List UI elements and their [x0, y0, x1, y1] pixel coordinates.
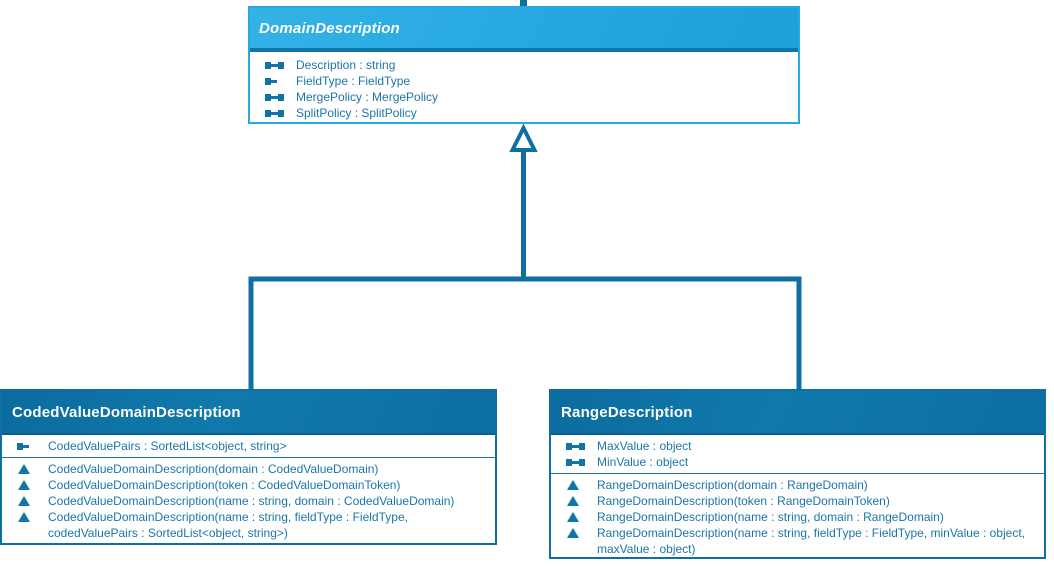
method-icon	[566, 496, 585, 506]
property-row[interactable]: Description : string	[250, 57, 798, 73]
member-separator	[2, 457, 495, 458]
class-header[interactable]: DomainDescription	[250, 8, 798, 52]
property-label: MinValue : object	[597, 455, 689, 469]
method-label: CodedValueDomainDescription(name : strin…	[48, 510, 408, 540]
property-icon	[265, 61, 284, 70]
method-icon	[17, 464, 36, 474]
method-label: CodedValueDomainDescription(domain : Cod…	[48, 462, 379, 476]
class-box-range-description[interactable]: RangeDescription MaxValue : object MinVa…	[549, 389, 1046, 559]
method-row[interactable]: CodedValueDomainDescription(token : Code…	[2, 477, 495, 493]
property-row[interactable]: SplitPolicy : SplitPolicy	[250, 105, 798, 121]
property-row[interactable]: FieldType : FieldType	[250, 73, 798, 89]
class-box-coded-value-domain-description[interactable]: CodedValueDomainDescription CodedValuePa…	[0, 389, 497, 545]
property-label: MaxValue : object	[597, 439, 692, 453]
property-row[interactable]: MergePolicy : MergePolicy	[250, 89, 798, 105]
property-icon	[265, 93, 284, 102]
property-row[interactable]: CodedValuePairs : SortedList<object, str…	[2, 438, 495, 454]
method-label: CodedValueDomainDescription(token : Code…	[48, 478, 401, 492]
class-header[interactable]: RangeDescription	[551, 391, 1044, 435]
method-row[interactable]: CodedValueDomainDescription(domain : Cod…	[2, 461, 495, 477]
method-icon	[17, 496, 36, 506]
property-icon	[566, 458, 585, 467]
connector-branch[interactable]	[248, 276, 802, 389]
class-title: DomainDescription	[259, 19, 400, 37]
class-box-domain-description[interactable]: DomainDescription Description : string F…	[248, 6, 800, 124]
method-row[interactable]: RangeDomainDescription(name : string, fi…	[551, 525, 1044, 557]
method-label: RangeDomainDescription(name : string, fi…	[597, 526, 1025, 556]
property-row[interactable]: MaxValue : object	[551, 438, 1044, 454]
method-label: CodedValueDomainDescription(name : strin…	[48, 494, 455, 508]
class-title: RangeDescription	[561, 403, 693, 421]
method-label: RangeDomainDescription(token : RangeDoma…	[597, 494, 890, 508]
member-separator	[551, 473, 1044, 474]
method-icon	[17, 512, 36, 522]
method-icon	[17, 480, 36, 490]
class-members: Description : string FieldType : FieldTy…	[250, 52, 798, 121]
property-label: Description : string	[296, 58, 396, 72]
method-row[interactable]: CodedValueDomainDescription(name : strin…	[2, 509, 495, 541]
property-row[interactable]: MinValue : object	[551, 454, 1044, 470]
method-row[interactable]: RangeDomainDescription(token : RangeDoma…	[551, 493, 1044, 509]
method-label: RangeDomainDescription(name : string, do…	[597, 510, 944, 524]
method-row[interactable]: RangeDomainDescription(domain : RangeDom…	[551, 477, 1044, 493]
property-icon	[265, 109, 284, 118]
property-label: SplitPolicy : SplitPolicy	[296, 106, 417, 120]
class-title: CodedValueDomainDescription	[12, 403, 241, 421]
property-icon	[17, 442, 36, 451]
method-row[interactable]: CodedValueDomainDescription(name : strin…	[2, 493, 495, 509]
property-label: CodedValuePairs : SortedList<object, str…	[48, 439, 287, 453]
property-icon	[566, 442, 585, 451]
property-icon	[265, 77, 284, 86]
method-row[interactable]: RangeDomainDescription(name : string, do…	[551, 509, 1044, 525]
method-label: RangeDomainDescription(domain : RangeDom…	[597, 478, 868, 492]
class-members: CodedValuePairs : SortedList<object, str…	[2, 435, 495, 541]
method-icon	[566, 528, 585, 538]
property-label: FieldType : FieldType	[296, 74, 411, 88]
inheritance-arrowhead-icon[interactable]	[509, 123, 538, 152]
class-header[interactable]: CodedValueDomainDescription	[2, 391, 495, 435]
class-members: MaxValue : object MinValue : object Rang…	[551, 435, 1044, 557]
property-label: MergePolicy : MergePolicy	[296, 90, 439, 104]
method-icon	[566, 480, 585, 490]
method-icon	[566, 512, 585, 522]
